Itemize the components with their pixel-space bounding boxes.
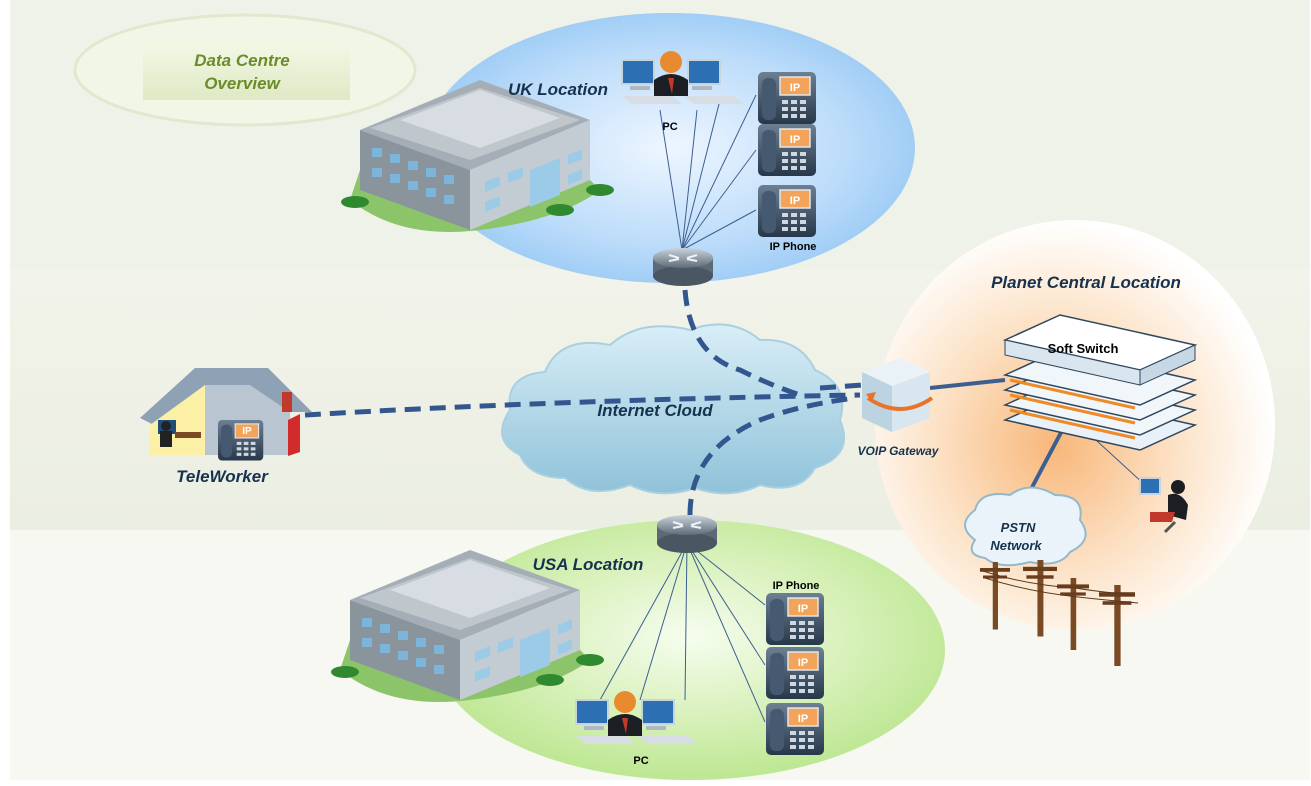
title-line1: Data Centre — [194, 51, 289, 70]
teleworker-label: TeleWorker — [176, 467, 269, 486]
uk-ip-phone-icon-1 — [757, 71, 817, 125]
uk-lan-links — [659, 94, 757, 251]
uk-phone-badge-2: IP — [790, 134, 800, 146]
telephone-poles — [979, 560, 1139, 666]
usa-pc-label: PC — [633, 755, 648, 767]
pstn-cloud-icon: PSTN Network — [964, 486, 1087, 567]
soft-switch-label: Soft Switch — [1048, 341, 1119, 356]
uk-ip-phone-label: IP Phone — [770, 241, 817, 253]
usa-phone-badge-1: IP — [798, 603, 808, 615]
uk-phone-badge-3: IP — [790, 195, 800, 207]
internet-cloud-label: Internet Cloud — [597, 401, 713, 420]
usa-ip-phone-icon-1 — [765, 592, 825, 646]
uk-pc-label: PC — [662, 121, 677, 133]
central-location-label: Planet Central Location — [991, 273, 1181, 292]
central-operator-icon — [1139, 477, 1188, 534]
uk-ip-phone-icon-3 — [757, 184, 817, 238]
uk-phone-badge-1: IP — [790, 82, 800, 94]
usa-ip-phone-icon-2 — [765, 646, 825, 700]
teleworker-house-icon: IP — [140, 368, 312, 462]
title-badge: Data Centre Overview — [73, 13, 417, 127]
wan-links — [304, 289, 863, 516]
title-line2: Overview — [204, 74, 281, 93]
usa-router-icon — [656, 514, 718, 554]
usa-ip-phone-label: IP Phone — [773, 580, 820, 592]
usa-ip-phone-icon-3 — [765, 702, 825, 756]
soft-switch-icon — [1002, 314, 1198, 451]
pstn-label-line2: Network — [990, 538, 1042, 553]
teleworker-phone-badge: IP — [242, 426, 252, 437]
uk-router-icon — [652, 247, 714, 287]
usa-phone-badge-2: IP — [798, 657, 808, 669]
usa-location-label: USA Location — [533, 555, 644, 574]
uk-location-label: UK Location — [508, 80, 608, 99]
usa-lan-links — [599, 542, 766, 723]
pstn-label-line1: PSTN — [1001, 520, 1036, 535]
voip-gateway-icon — [862, 358, 934, 432]
uk-ip-phone-icon-2 — [757, 123, 817, 177]
usa-phone-badge-3: IP — [798, 713, 808, 725]
voip-gateway-label: VOIP Gateway — [858, 444, 940, 458]
